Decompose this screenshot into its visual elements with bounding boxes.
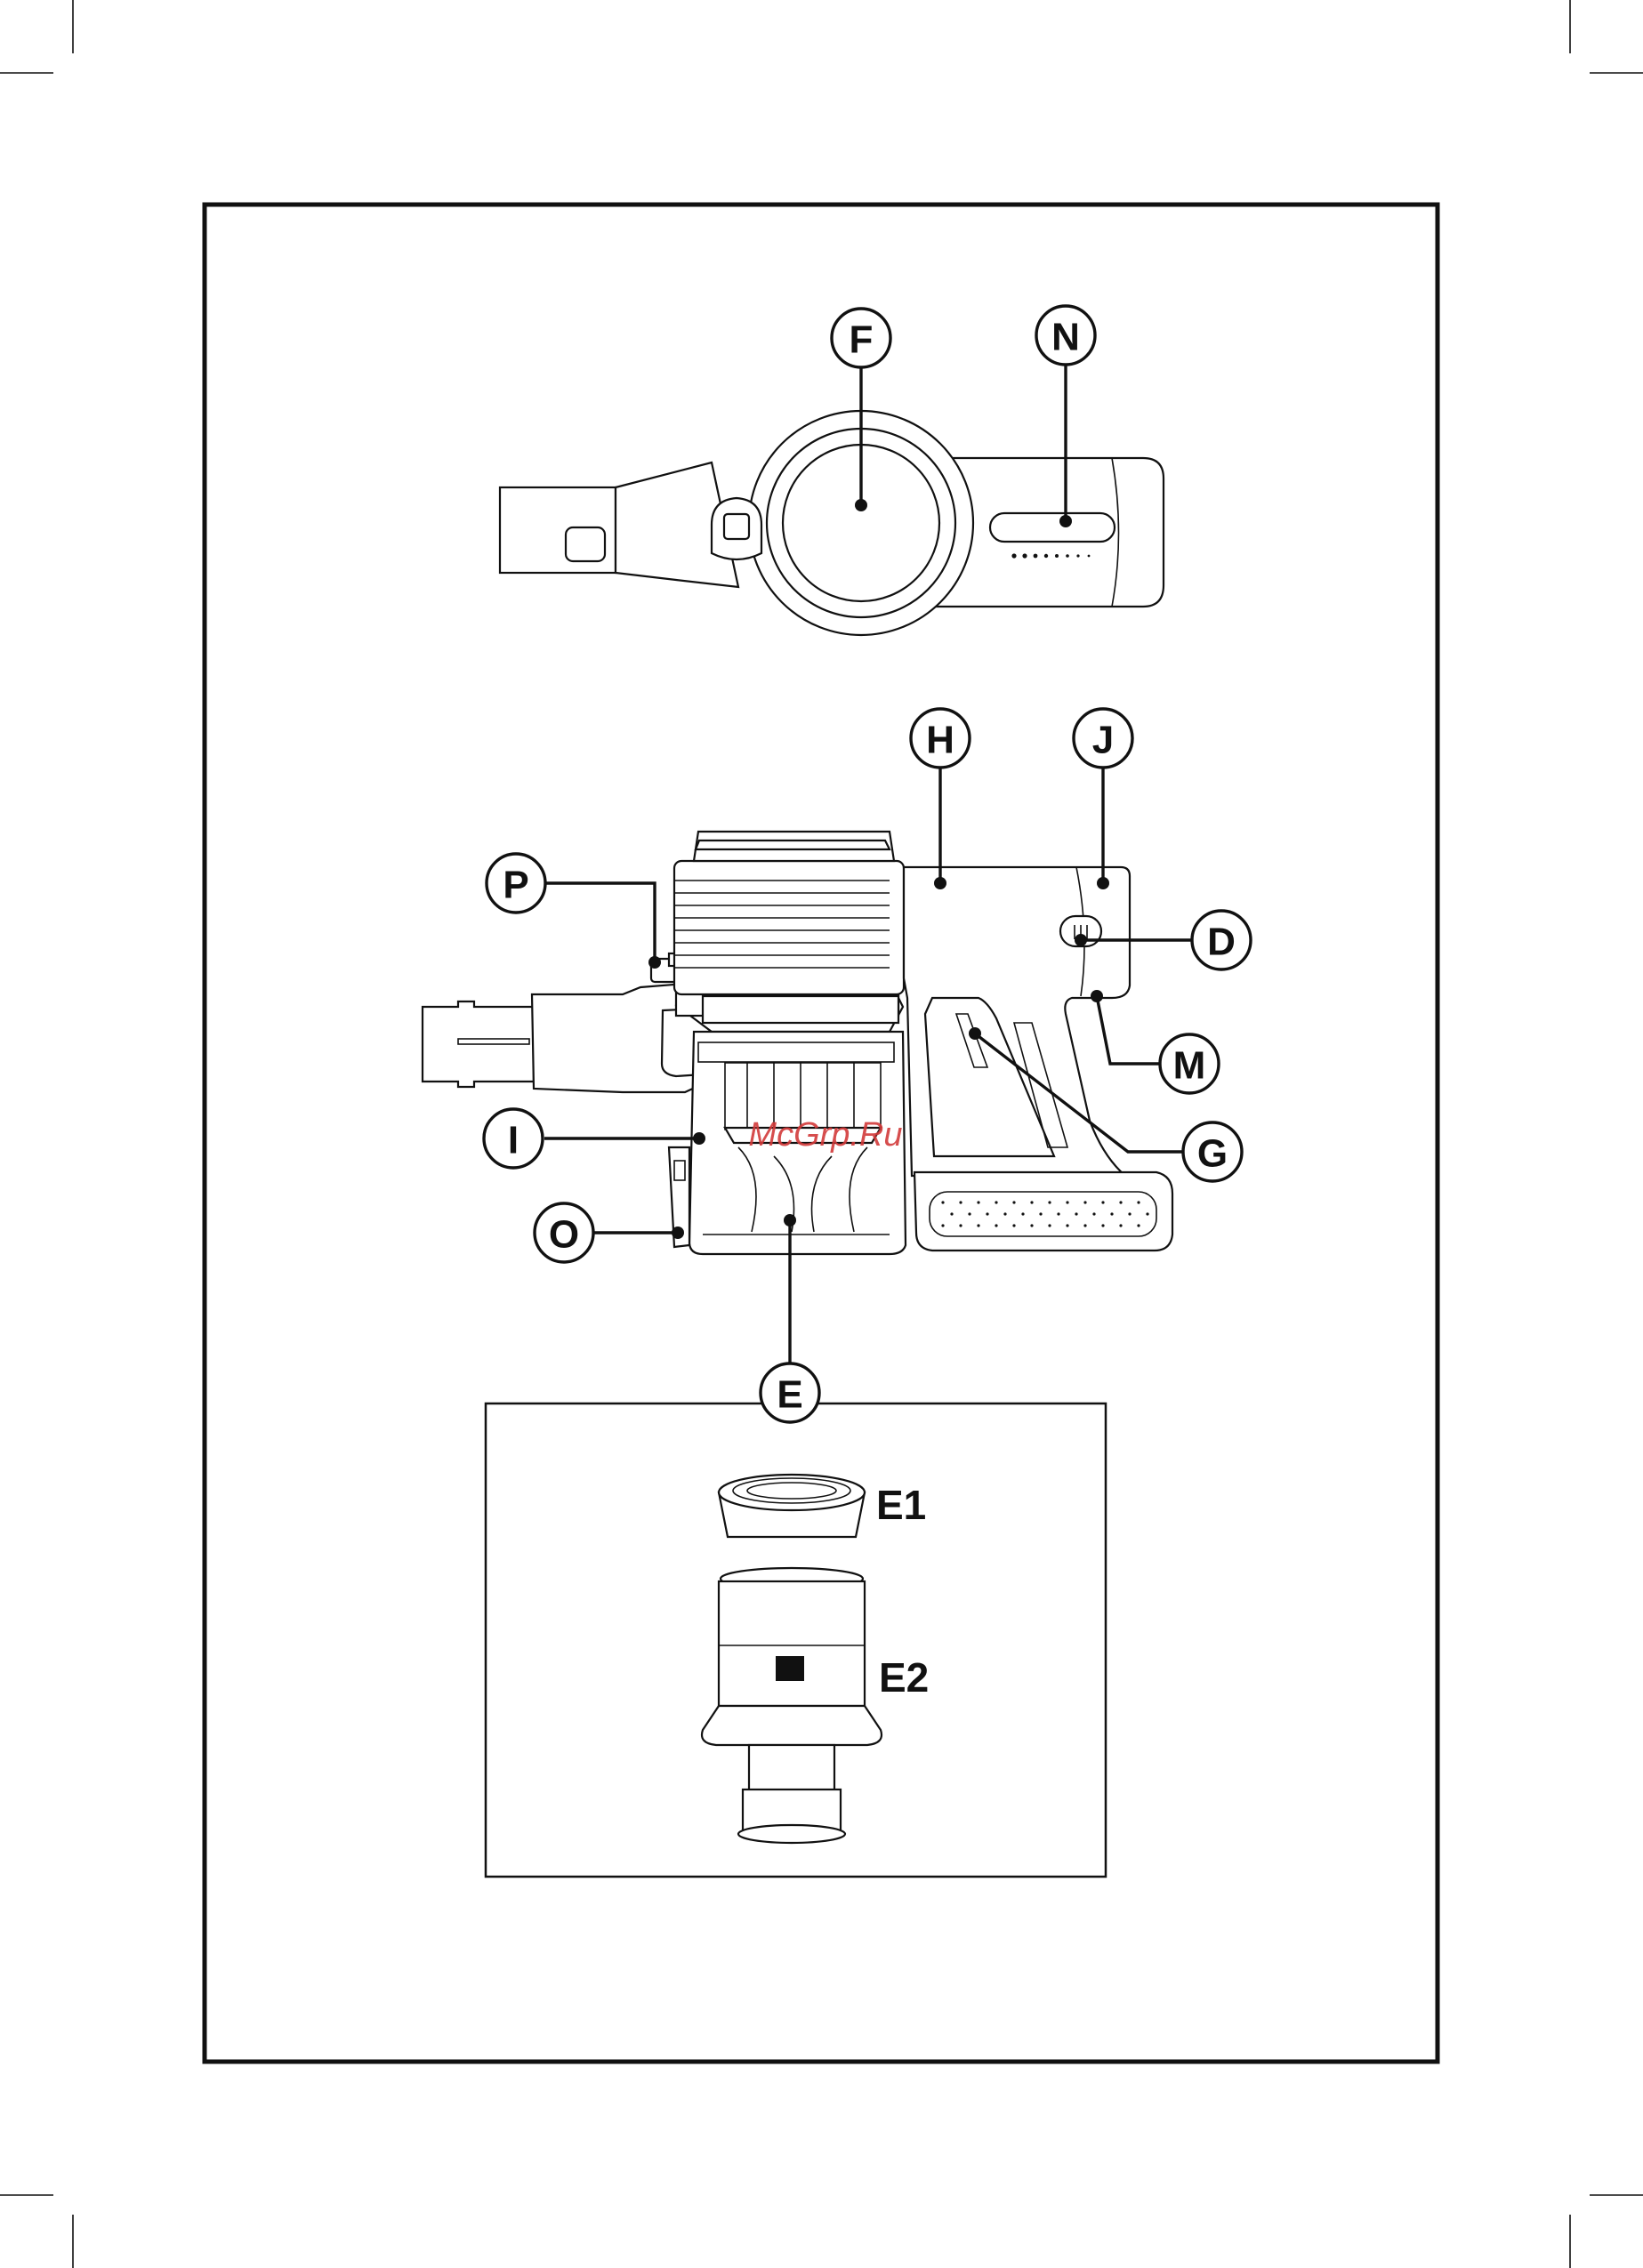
svg-text:H: H: [926, 719, 954, 762]
filter-e1-illustration: [719, 1475, 865, 1537]
svg-text:O: O: [549, 1213, 579, 1257]
callout-J: J: [1074, 709, 1132, 768]
svg-text:I: I: [508, 1119, 519, 1162]
callout-H: H: [911, 709, 970, 768]
callout-I: I: [484, 1109, 543, 1168]
callout-P: P: [487, 854, 545, 913]
svg-text:M: M: [1173, 1044, 1206, 1088]
callout-O: O: [535, 1203, 593, 1262]
svg-text:N: N: [1051, 316, 1080, 359]
svg-text:D: D: [1207, 921, 1236, 964]
callout-M: M: [1160, 1034, 1219, 1093]
callout-N: N: [1036, 306, 1095, 365]
watermark: McGrp.Ru: [748, 1116, 902, 1154]
callout-E: E: [761, 1363, 819, 1422]
svg-text:E: E: [777, 1373, 802, 1417]
callout-F: F: [832, 309, 890, 367]
callout-D: D: [1192, 911, 1251, 969]
svg-text:G: G: [1197, 1132, 1228, 1176]
svg-text:J: J: [1092, 719, 1114, 762]
label-E1: E1: [876, 1482, 926, 1528]
label-E2: E2: [879, 1654, 929, 1701]
svg-text:P: P: [503, 864, 528, 907]
callout-G: G: [1183, 1122, 1242, 1181]
svg-text:F: F: [850, 318, 874, 362]
filter-e2-illustration: [702, 1568, 882, 1843]
